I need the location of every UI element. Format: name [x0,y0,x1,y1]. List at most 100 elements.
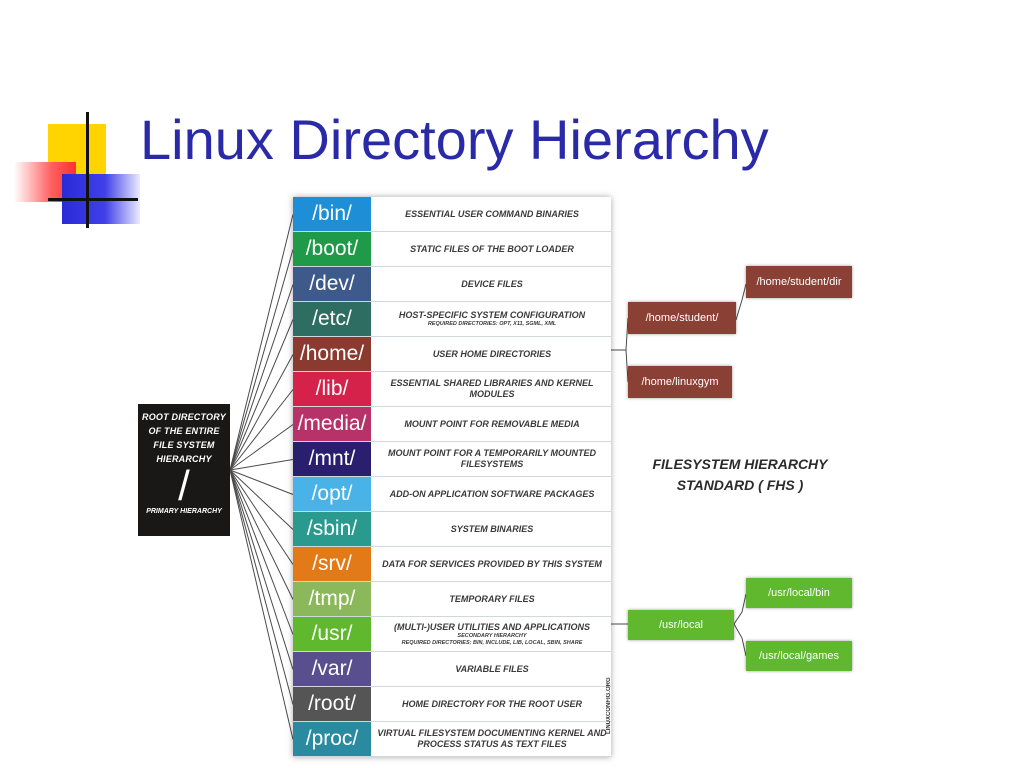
root-label: Root directory of the entire file system… [142,412,226,464]
connector-local-games [733,623,747,657]
directory-description: Essential shared libraries and kernel mo… [373,372,611,406]
directory-description: Add-on application software packages [373,477,611,511]
directory-description: (Multi-)user utilities and applicationsS… [373,617,611,651]
directory-name: /media/ [293,407,373,441]
directory-row: /var/Variable files [293,652,611,687]
root-connector-line [229,249,294,471]
node-home-student-dir: /home/student/dir [746,266,852,298]
directory-name: /sbin/ [293,512,373,546]
node-home-student: /home/student/ [628,302,736,334]
directory-description: Mount point for removable media [373,407,611,441]
directory-description: Virtual filesystem documenting kernel an… [373,722,611,756]
directory-description: Essential user command binaries [373,197,611,231]
directory-description-text: Data for services provided by this syste… [382,558,602,569]
root-connector-line [229,469,294,530]
root-connector-line [229,469,294,740]
node-home-student-dir-label: /home/student/dir [756,276,842,288]
directory-row: /etc/Host-specific system configurationR… [293,302,611,337]
directory-description-text: Host-specific system configuration [398,310,586,320]
root-connector-line [229,424,294,471]
directory-description: Temporary files [373,582,611,616]
directory-name: /srv/ [293,547,373,581]
directory-row: /lib/Essential shared libraries and kern… [293,372,611,407]
directory-description: Static files of the boot loader [373,232,611,266]
directory-row: /root/Home directory for the root user [293,687,611,722]
directory-name: /opt/ [293,477,373,511]
directory-row: /media/Mount point for removable media [293,407,611,442]
directory-row: /mnt/Mount point for a temporarily mount… [293,442,611,477]
directory-description: Host-specific system configurationRequir… [373,302,611,336]
directory-description: Home directory for the root user [373,687,611,721]
root-symbol: / [178,462,190,509]
directory-name: /home/ [293,337,373,371]
directory-description: System binaries [373,512,611,546]
root-connector-line [229,469,294,705]
directory-description: User home directories [373,337,611,371]
connector-lines [229,214,747,740]
node-usr-local-games: /usr/local/games [746,641,852,671]
directory-description: Variable files [373,652,611,686]
directory-table: /bin/Essential user command binaries/boo… [293,197,611,757]
connector-local-bin [733,593,747,625]
connector-student-dir [735,283,747,321]
root-connector-line [229,284,294,471]
directory-name: /tmp/ [293,582,373,616]
node-home-linuxgym-label: /home/linuxgym [641,376,719,388]
directory-name: /usr/ [293,617,373,651]
root-connector-line [229,459,294,471]
root-connector-line [229,469,294,495]
node-home-linuxgym: /home/linuxgym [628,366,732,398]
directory-row: /boot/Static files of the boot loader [293,232,611,267]
node-usr-local: /usr/local [628,610,734,640]
directory-description-text: Virtual filesystem documenting kernel an… [377,728,607,749]
directory-row: /opt/Add-on application software package… [293,477,611,512]
directory-description-text: Home directory for the root user [401,698,583,709]
title-deco-vertical-line [86,112,89,228]
directory-description: Device files [373,267,611,301]
directory-note: Required directories: opt, X11, sgml, xm… [427,321,557,327]
directory-row: /tmp/Temporary files [293,582,611,617]
directory-row: /proc/Virtual filesystem documenting ker… [293,722,611,757]
directory-name: /var/ [293,652,373,686]
directory-row: /bin/Essential user command binaries [293,197,611,232]
directory-name: /boot/ [293,232,373,266]
root-sublabel: Primary hierarchy [146,508,222,515]
slide-title: Linux Directory Hierarchy [140,108,769,171]
directory-description-text: Device files [461,278,523,289]
directory-description-text: Temporary files [449,593,535,604]
directory-note: Secondary hierarchy [457,632,527,639]
root-connector-line [229,389,294,471]
directory-description-text: (Multi-)user utilities and applications [394,621,590,632]
directory-name: /lib/ [293,372,373,406]
directory-row: /dev/Device files [293,267,611,302]
directory-note-secondary: Required directories: bin, include, lib,… [401,639,583,646]
node-usr-local-label: /usr/local [658,619,704,631]
root-connector-line [229,319,294,471]
fhs-label: Filesystem hierarchy standard ( FHS ) [640,454,840,496]
root-connector-line [229,214,294,471]
title-deco-horizontal-line [48,198,138,201]
directory-description-text: Mount point for a temporarily mounted fi… [388,448,596,469]
directory-row: /home/User home directories [293,337,611,372]
node-usr-local-games-label: /usr/local/games [758,650,840,662]
directory-row: /sbin/System binaries [293,512,611,547]
directory-row: /usr/(Multi-)user utilities and applicat… [293,617,611,652]
directory-description-text: User home directories [432,348,552,359]
directory-description-text: Mount point for removable media [404,418,580,429]
root-connector-line [229,469,294,670]
root-connector-line [229,469,294,600]
node-usr-local-bin-label: /usr/local/bin [768,587,830,599]
root-connector-line [229,469,294,635]
fhs-label-line2: standard ( FHS ) [676,477,804,493]
directory-name: /etc/ [293,302,373,336]
directory-description-text: Essential shared libraries and kernel mo… [390,378,594,399]
node-home-student-label: /home/student/ [645,312,719,324]
directory-description: Data for services provided by this syste… [373,547,611,581]
root-connector-line [229,469,294,565]
directory-name: /proc/ [293,722,373,756]
directory-description-text: Static files of the boot loader [410,243,574,254]
credit-text: linuxconfig.org [606,677,612,734]
directory-row: /srv/Data for services provided by this … [293,547,611,582]
node-usr-local-bin: /usr/local/bin [746,578,852,608]
directory-description-text: Essential user command binaries [405,208,579,219]
